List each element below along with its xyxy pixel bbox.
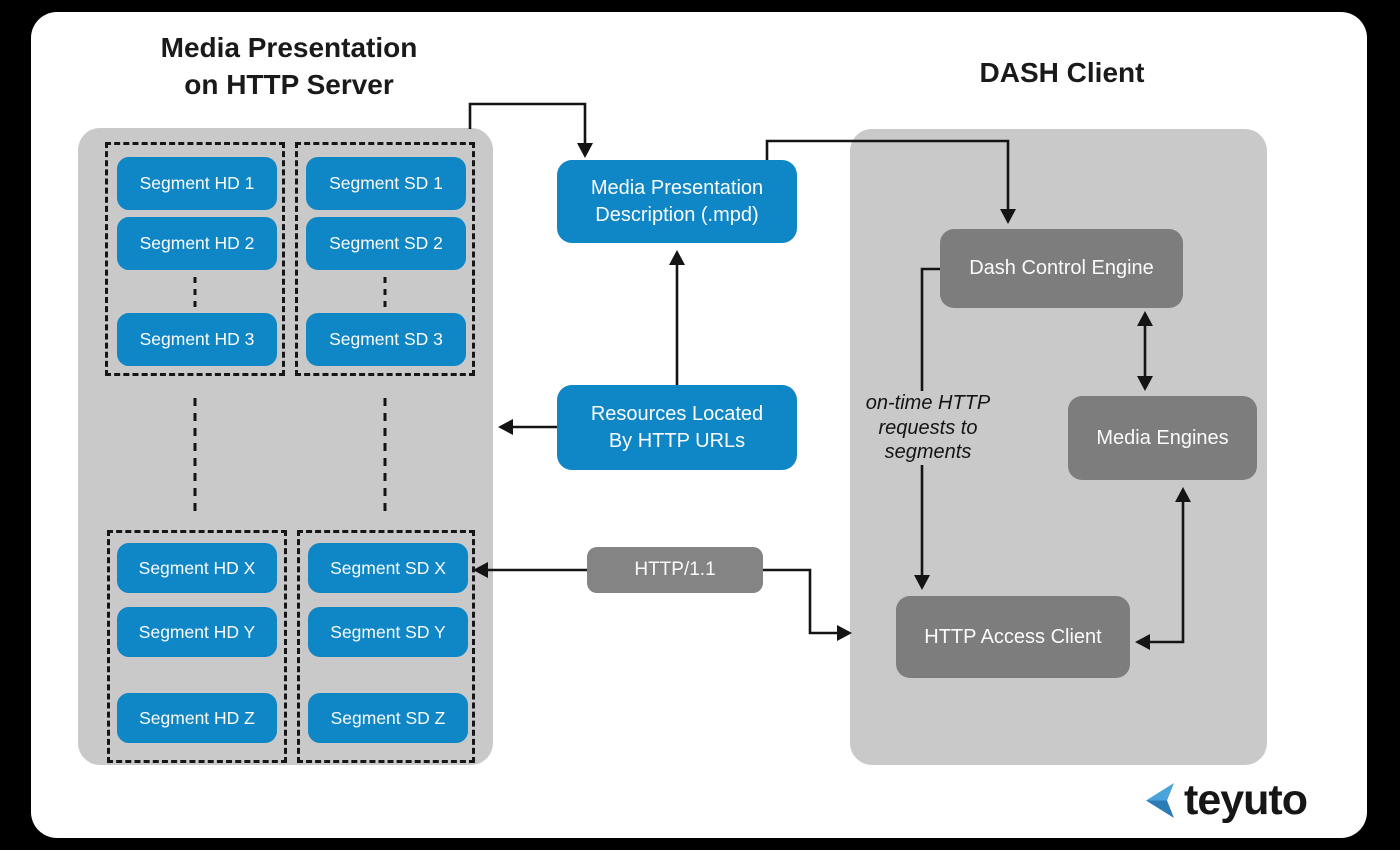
segment-sd-z: Segment SD Z — [308, 693, 468, 743]
teyuto-logo: teyuto — [1146, 776, 1308, 824]
http-access-client-box: HTTP Access Client — [896, 596, 1130, 678]
media-engines-box: Media Engines — [1068, 396, 1257, 480]
sd-bottom-group — [297, 530, 475, 763]
resources-box-line1: Resources Located — [590, 402, 764, 425]
mpd-box-line1: Media Presentation — [590, 176, 764, 199]
resources-box-line2: By HTTP URLs — [608, 429, 746, 452]
dash-control-engine-box: Dash Control Engine — [940, 229, 1183, 308]
on-time-requests-note: on-time HTTP requests to segments — [850, 391, 1006, 465]
segment-hd-z: Segment HD Z — [117, 693, 277, 743]
note-line3: segments — [884, 441, 972, 463]
segment-sd-3: Segment SD 3 — [306, 313, 466, 366]
segment-sd-y: Segment SD Y — [308, 607, 468, 657]
note-line2: requests to — [878, 416, 978, 439]
server-title: Media Presentation on HTTP Server — [98, 29, 480, 103]
mpd-box-line2: Description (.mpd) — [595, 203, 759, 226]
mpd-box: Media Presentation Description (.mpd) — [557, 160, 797, 243]
segment-hd-y: Segment HD Y — [117, 607, 277, 657]
http-protocol-box: HTTP/1.1 — [587, 547, 763, 593]
teyuto-logo-text: teyuto — [1184, 776, 1308, 824]
segment-hd-x: Segment HD X — [117, 543, 277, 593]
segment-sd-1: Segment SD 1 — [306, 157, 466, 210]
teyuto-play-icon — [1146, 783, 1174, 818]
server-title-line2: on HTTP Server — [184, 69, 394, 100]
segment-hd-3: Segment HD 3 — [117, 313, 277, 366]
segment-hd-1: Segment HD 1 — [117, 157, 277, 210]
hd-top-group — [105, 142, 285, 376]
client-title: DASH Client — [979, 57, 1145, 88]
hd-bottom-group — [107, 530, 287, 763]
segment-sd-x: Segment SD X — [308, 543, 468, 593]
sd-top-group — [295, 142, 475, 376]
segment-hd-2: Segment HD 2 — [117, 217, 277, 270]
server-title-line1: Media Presentation — [160, 32, 418, 63]
note-line1: on-time HTTP — [865, 392, 991, 414]
segment-sd-2: Segment SD 2 — [306, 217, 466, 270]
resources-box: Resources Located By HTTP URLs — [557, 385, 797, 470]
